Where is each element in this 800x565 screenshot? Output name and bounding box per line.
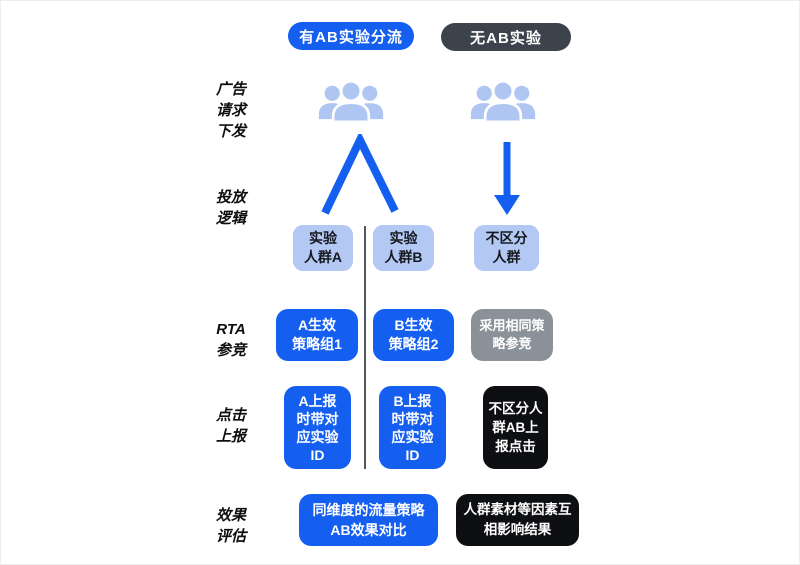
header-without-ab-experiment: 无AB实验 [441, 23, 571, 51]
click-report-box-a: A上报 时带对 应实验 ID [284, 386, 351, 469]
box-text-line: 报点击 [495, 439, 536, 454]
label-line: 参竞 [215, 342, 246, 359]
audience-box-experiment-a: 实验 人群A [293, 225, 353, 271]
box-text-line: 人群B [384, 249, 423, 265]
label-line: 效果 [215, 507, 246, 524]
box-text-line: A上报 [298, 392, 337, 409]
box-text-line: 略参竞 [492, 336, 532, 351]
box-text-line: 实验 [309, 230, 337, 246]
box-text-line: 同维度的流量策略 [312, 502, 425, 518]
click-report-box-b: B上报 时带对 应实验 ID [379, 386, 446, 469]
box-text-line: 人群A [303, 249, 343, 265]
row-label-effect-eval: 效果 评估 [197, 505, 265, 547]
evaluation-box-with-ab: 同维度的流量策略 AB效果对比 [299, 494, 438, 546]
row-label-delivery-logic: 投放 逻辑 [197, 187, 265, 229]
label-line: 上报 [215, 428, 246, 445]
label-line: RTA [216, 321, 246, 338]
label-line: 点击 [215, 407, 246, 424]
box-text-line: 时带对 [391, 410, 434, 427]
label-line: 投放 [215, 189, 246, 206]
row-label-rta-bidding: RTA 参竞 [197, 319, 265, 361]
label-line: 广告 [215, 81, 246, 98]
box-text-line: 不区分人 [488, 401, 543, 416]
box-text-line: 人群 [492, 249, 521, 265]
header-with-ab-experiment: 有AB实验分流 [288, 22, 414, 50]
arrow-down-icon [494, 142, 520, 215]
split-branch-connector [321, 134, 399, 215]
box-text-line: 策略组1 [292, 336, 342, 352]
box-text-line: 应实验 [296, 428, 339, 445]
box-text-line: A生效 [297, 317, 337, 333]
label-line: 逻辑 [215, 210, 246, 227]
box-text-line: B生效 [394, 317, 433, 333]
click-report-box-no-split: 不区分人 群AB上 报点击 [483, 386, 548, 469]
box-text-line: 实验 [389, 230, 418, 246]
box-text-line: 群AB上 [492, 420, 539, 435]
box-text-line: 人群素材等因素互 [463, 502, 572, 517]
rta-box-strategy-b: B生效 策略组2 [373, 309, 454, 361]
column-divider-line [364, 226, 366, 469]
people-group-icon [318, 79, 384, 124]
box-text-line: 采用相同策 [479, 318, 545, 333]
rta-box-strategy-a: A生效 策略组1 [276, 309, 358, 361]
row-label-ad-request: 广告 请求 下发 [197, 79, 265, 142]
box-text-line: ID [405, 446, 420, 463]
box-text-line: 策略组2 [388, 336, 439, 352]
evaluation-box-without-ab: 人群素材等因素互 相影响结果 [456, 494, 579, 546]
label-line: 下发 [215, 123, 246, 140]
box-text-line: ID [310, 446, 325, 463]
label-line: 请求 [215, 102, 246, 119]
box-text-line: 相影响结果 [483, 522, 552, 537]
row-label-click-report: 点击 上报 [197, 405, 265, 447]
audience-box-no-split: 不区分 人群 [474, 225, 539, 271]
box-text-line: 时带对 [296, 410, 339, 427]
audience-box-experiment-b: 实验 人群B [373, 225, 434, 271]
rta-box-same-strategy: 采用相同策 略参竞 [471, 309, 553, 361]
box-text-line: 应实验 [391, 428, 434, 445]
box-text-line: 不区分 [485, 230, 528, 246]
people-group-icon [470, 79, 536, 124]
label-line: 评估 [215, 528, 246, 545]
box-text-line: B上报 [393, 392, 432, 409]
box-text-line: AB效果对比 [330, 522, 407, 538]
